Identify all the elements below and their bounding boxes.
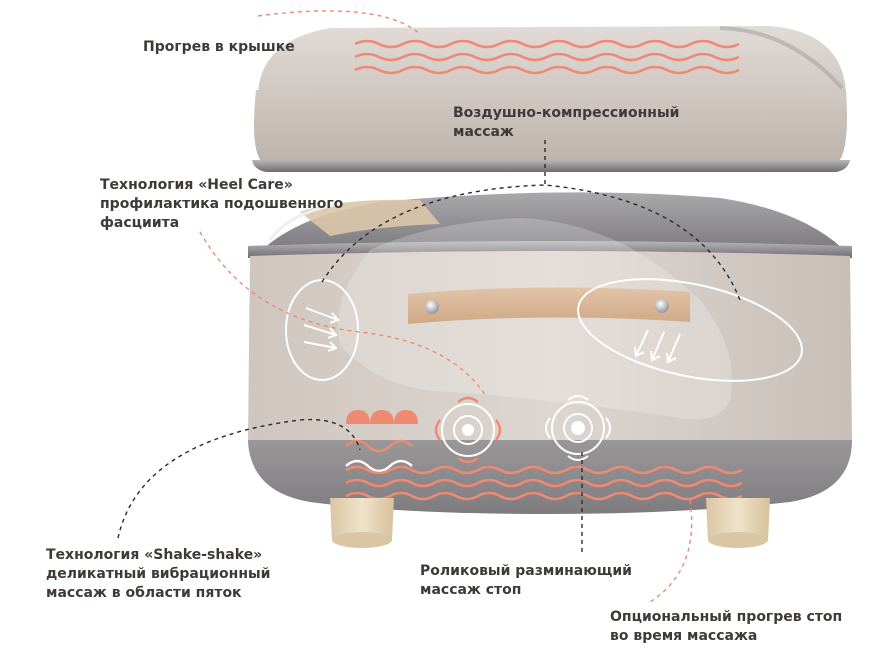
heel-air-chamber <box>285 279 359 381</box>
lid-side <box>254 90 847 162</box>
callout-roller-line-1: Роликовый разминающий <box>420 563 632 579</box>
leader-shake-shake <box>117 418 361 539</box>
leader-foot-heating <box>649 499 693 603</box>
callout-heel-care-line-1: Технология «Heel Care» <box>100 177 293 193</box>
leader-air-compression-arc <box>321 184 741 301</box>
callout-foot-heating: Опциональный прогрев стоп во время масса… <box>610 608 842 646</box>
callout-air-compression-line-2: массаж <box>453 124 514 140</box>
callout-air-compression-line-1: Воздушно-компрессионный <box>453 105 680 121</box>
callout-foot-heating-line-2: во время массажа <box>610 628 758 644</box>
callout-roller: Роликовый разминающий массаж стоп <box>420 562 632 600</box>
handle <box>408 287 690 324</box>
callout-shake-shake-line-2: деликатный вибрационный <box>46 566 271 582</box>
leader-heel-care <box>199 231 487 397</box>
callout-lid-heating: Прогрев в крышке <box>143 38 295 57</box>
forefoot-air-chamber <box>577 278 803 382</box>
lid-rim <box>252 160 850 172</box>
callout-shake-shake-line-3: массаж в области пяток <box>46 585 242 601</box>
callout-lid-heating-line-1: Прогрев в крышке <box>143 39 295 55</box>
callout-heel-care-line-2: профилактика подошвенного <box>100 196 344 212</box>
callout-shake-shake: Технология «Shake-shake» деликатный вибр… <box>46 546 270 603</box>
lid-top <box>258 26 846 99</box>
lid-heating-waves <box>354 39 740 75</box>
callout-foot-heating-line-1: Опциональный прогрев стоп <box>610 609 843 625</box>
foot-heating-waves <box>345 465 743 501</box>
callout-heel-care: Технология «Heel Care» профилактика подо… <box>100 176 343 233</box>
leader-lines <box>117 10 741 603</box>
callout-air-compression: Воздушно-компрессионный массаж <box>453 104 679 142</box>
callout-roller-line-2: массаж стоп <box>420 582 522 598</box>
roller-right <box>545 395 611 461</box>
wooden-feet <box>330 498 770 548</box>
vibration-icon <box>345 410 418 473</box>
lid <box>252 26 850 172</box>
leader-lid-heating <box>257 10 421 35</box>
callout-heel-care-line-3: фасциита <box>100 215 180 231</box>
foot-silhouette <box>338 218 732 420</box>
callout-shake-shake-line-1: Технология «Shake-shake» <box>46 547 263 563</box>
roller-left <box>434 396 502 464</box>
massager-body <box>248 192 852 548</box>
